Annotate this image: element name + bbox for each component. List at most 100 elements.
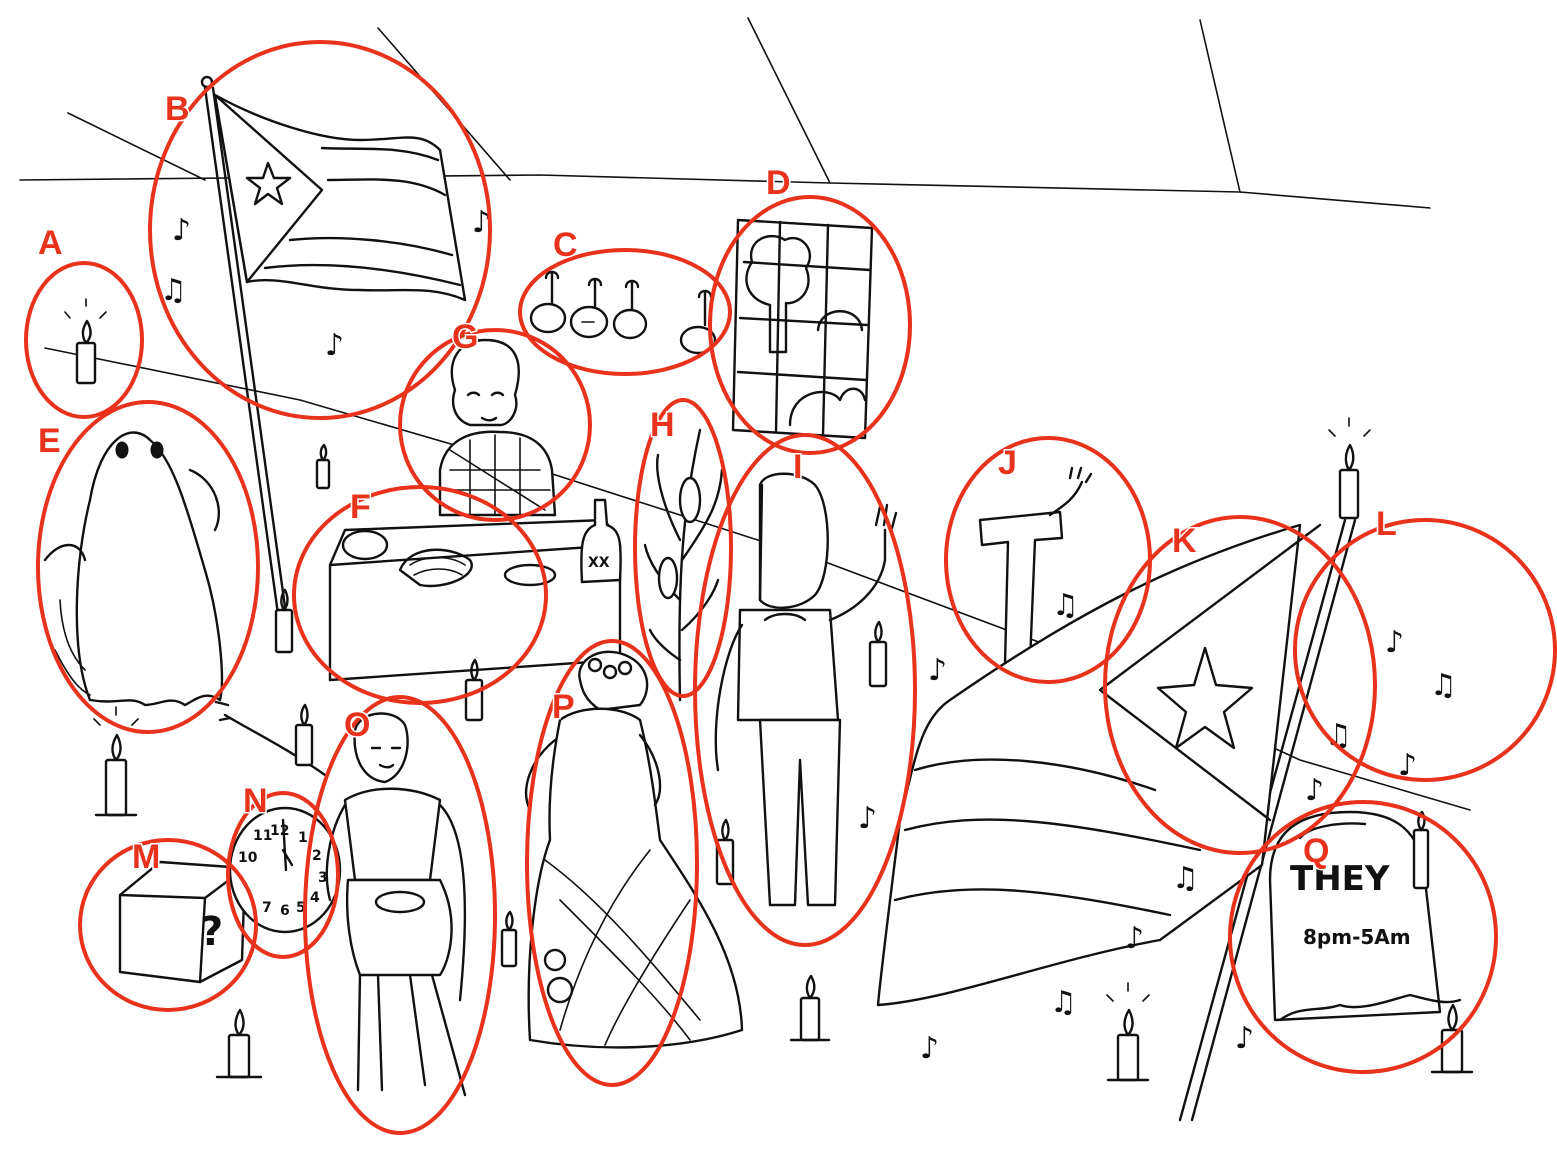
clock-1: 1 <box>298 830 308 846</box>
clock-3: 3 <box>318 870 328 886</box>
music-note-icon: ♪ <box>858 801 877 836</box>
annotation-labels: A B C D E F G H I J K L M N O P Q <box>37 89 1399 878</box>
label-j: J <box>998 444 1017 482</box>
clock-4: 4 <box>310 890 320 906</box>
candle-icon <box>294 703 314 767</box>
music-note-icon: ♪ <box>1235 1021 1254 1056</box>
label-l: L <box>1376 505 1397 543</box>
clock-11: 11 <box>253 828 272 844</box>
music-note-icon: ♪ <box>1305 773 1324 808</box>
annotation-circles <box>24 40 1557 1135</box>
label-h: H <box>650 406 675 444</box>
candle-icon <box>1412 810 1430 890</box>
label-i: I <box>793 448 802 486</box>
mystery-box: ? <box>118 860 247 984</box>
circle-l <box>1293 518 1557 782</box>
music-note-icon: ♫ <box>1050 985 1077 1020</box>
hanging-cups <box>529 270 717 355</box>
label-g: G <box>452 318 478 356</box>
question-mark-icon: ? <box>200 909 223 955</box>
label-p: P <box>552 688 575 726</box>
clock-10: 10 <box>238 850 258 866</box>
candle-icon <box>1106 982 1150 1082</box>
window <box>731 218 874 440</box>
music-note-icon: ♪ <box>920 1031 939 1066</box>
label-k: K <box>1172 522 1197 560</box>
music-note-icon: ♪ <box>325 328 344 363</box>
cup-4 <box>679 289 717 355</box>
bottle-xx: XX <box>580 498 622 584</box>
label-e: E <box>38 422 61 460</box>
music-note-icon: ♪ <box>1125 921 1144 956</box>
candle-icon <box>789 974 831 1042</box>
music-note-icon: ♪ <box>1385 625 1404 660</box>
music-note-icon: ♫ <box>1172 861 1199 896</box>
candle-icon <box>274 588 294 654</box>
corn-plant <box>643 428 724 702</box>
label-b: B <box>165 90 190 128</box>
tree-icon <box>745 235 812 354</box>
label-n: N <box>243 782 268 820</box>
label-c: C <box>553 226 578 264</box>
clock: 12 11 10 1 2 3 7 6 5 4 <box>228 806 342 934</box>
label-d: D <box>766 164 791 202</box>
label-a: A <box>38 224 63 262</box>
waving-figure <box>714 472 898 907</box>
music-note-icon: ♪ <box>928 653 947 688</box>
circle-m <box>78 838 258 1012</box>
circle-p <box>525 639 699 1087</box>
candle-icon <box>315 443 331 490</box>
flag-right <box>876 518 1357 1122</box>
clock-5: 5 <box>296 900 306 916</box>
music-note-icon: ♪ <box>472 205 491 240</box>
circle-c <box>518 248 732 376</box>
candle-a <box>64 298 107 385</box>
label-o: O <box>344 706 370 744</box>
circle-k <box>1103 515 1377 855</box>
tombstone: THEY 8pm-5Am <box>1268 810 1462 1022</box>
pointing-arm <box>214 700 327 777</box>
star-icon <box>245 161 292 206</box>
circle-o <box>303 695 497 1135</box>
candles <box>93 417 1474 1082</box>
circle-d <box>708 195 912 455</box>
circle-h <box>633 398 733 698</box>
ghost <box>43 431 224 707</box>
candle-icon <box>93 706 139 817</box>
circle-g <box>398 328 592 522</box>
circle-e <box>36 400 260 734</box>
tombstone-hours: 8pm-5Am <box>1303 925 1411 949</box>
toga-man <box>325 712 467 1097</box>
circle-q <box>1228 800 1498 1074</box>
circle-n <box>226 791 340 959</box>
clock-12: 12 <box>270 823 289 839</box>
candle-icon <box>868 620 888 688</box>
label-f: F <box>350 488 371 526</box>
music-note-icon: ♪ <box>1398 748 1417 783</box>
cup-3 <box>612 279 648 340</box>
woman-cooking <box>438 338 557 517</box>
cup-1 <box>529 270 567 334</box>
candle-icon <box>500 910 518 968</box>
food-table: XX <box>328 498 622 682</box>
label-m: M <box>132 838 160 876</box>
music-note-icon: ♫ <box>1430 668 1457 703</box>
clock-7: 7 <box>262 900 272 916</box>
candle-icon <box>215 1008 263 1079</box>
label-q: Q <box>1303 832 1329 870</box>
bottle-label: XX <box>588 555 610 571</box>
candle-icon <box>1328 417 1371 520</box>
clock-6: 6 <box>280 903 290 919</box>
flag-left <box>200 75 467 652</box>
tombstone-title: THEY <box>1290 859 1390 899</box>
circle-b <box>148 40 492 420</box>
circle-i <box>693 433 917 947</box>
music-note-icon: ♪ <box>172 213 191 248</box>
music-notes: ♪ ♫ ♪ ♪ ♪ ♪ ♫ ♪ ♫ ♫ ♪ ♪ ♫ ♪ ♫ ♪ ♪ <box>160 205 1457 1066</box>
clock-2: 2 <box>312 848 322 864</box>
circle-a <box>24 261 144 419</box>
music-note-icon: ♫ <box>1052 588 1079 623</box>
cup-2 <box>569 277 609 339</box>
star-icon <box>1156 646 1254 750</box>
